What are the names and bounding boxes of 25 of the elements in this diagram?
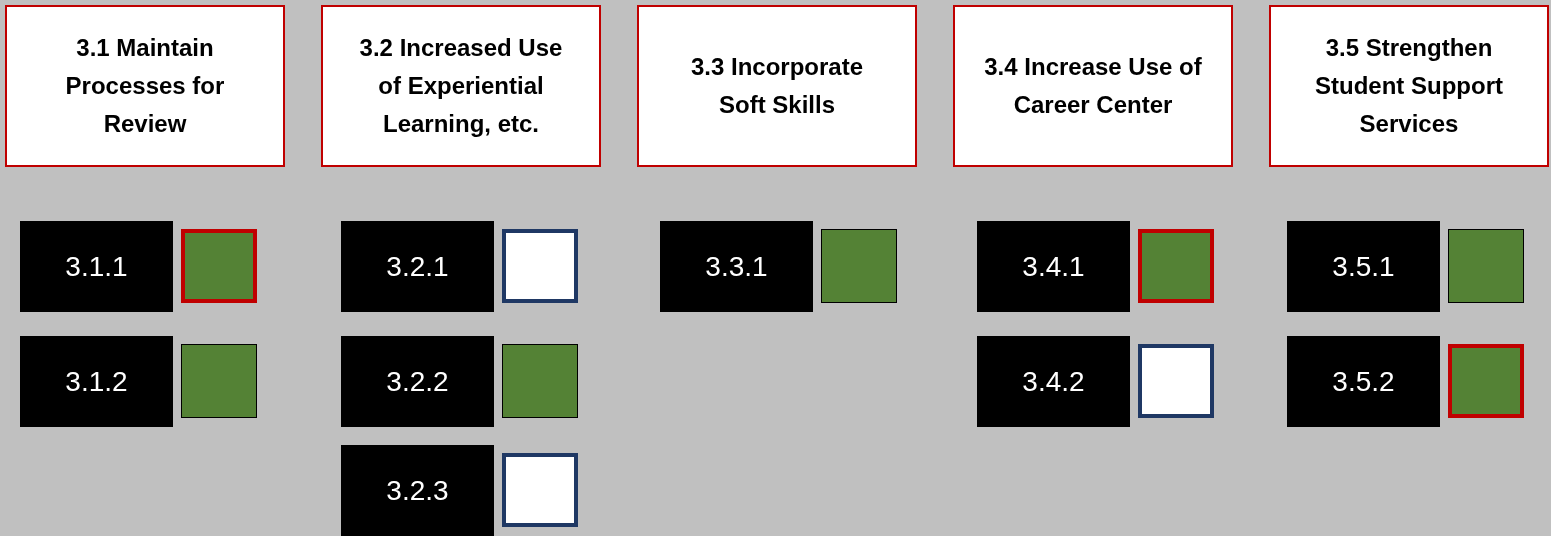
item-number-box: 3.3.1 [660, 221, 813, 312]
status-square [181, 229, 257, 303]
objective-box: 3.4 Increase Use of Career Center [953, 5, 1233, 167]
item-number-box: 3.2.2 [341, 336, 494, 427]
item-number-box: 3.2.1 [341, 221, 494, 312]
status-square [1138, 344, 1214, 418]
item-number-box: 3.5.1 [1287, 221, 1440, 312]
status-square [1138, 229, 1214, 303]
status-square [502, 453, 578, 527]
status-square [502, 344, 578, 418]
item-number-box: 3.5.2 [1287, 336, 1440, 427]
status-square [1448, 229, 1524, 303]
objective-box: 3.1 Maintain Processes for Review [5, 5, 285, 167]
objective-box: 3.3 Incorporate Soft Skills [637, 5, 917, 167]
item-number-box: 3.2.3 [341, 445, 494, 536]
objective-box: 3.2 Increased Use of Experiential Learning, etc. [321, 5, 601, 167]
status-square [502, 229, 578, 303]
item-number-box: 3.4.1 [977, 221, 1130, 312]
objective-box: 3.5 Strengthen Student Support Services [1269, 5, 1549, 167]
item-number-box: 3.1.2 [20, 336, 173, 427]
item-number-box: 3.4.2 [977, 336, 1130, 427]
status-square [181, 344, 257, 418]
status-square [1448, 344, 1524, 418]
status-square [821, 229, 897, 303]
item-number-box: 3.1.1 [20, 221, 173, 312]
